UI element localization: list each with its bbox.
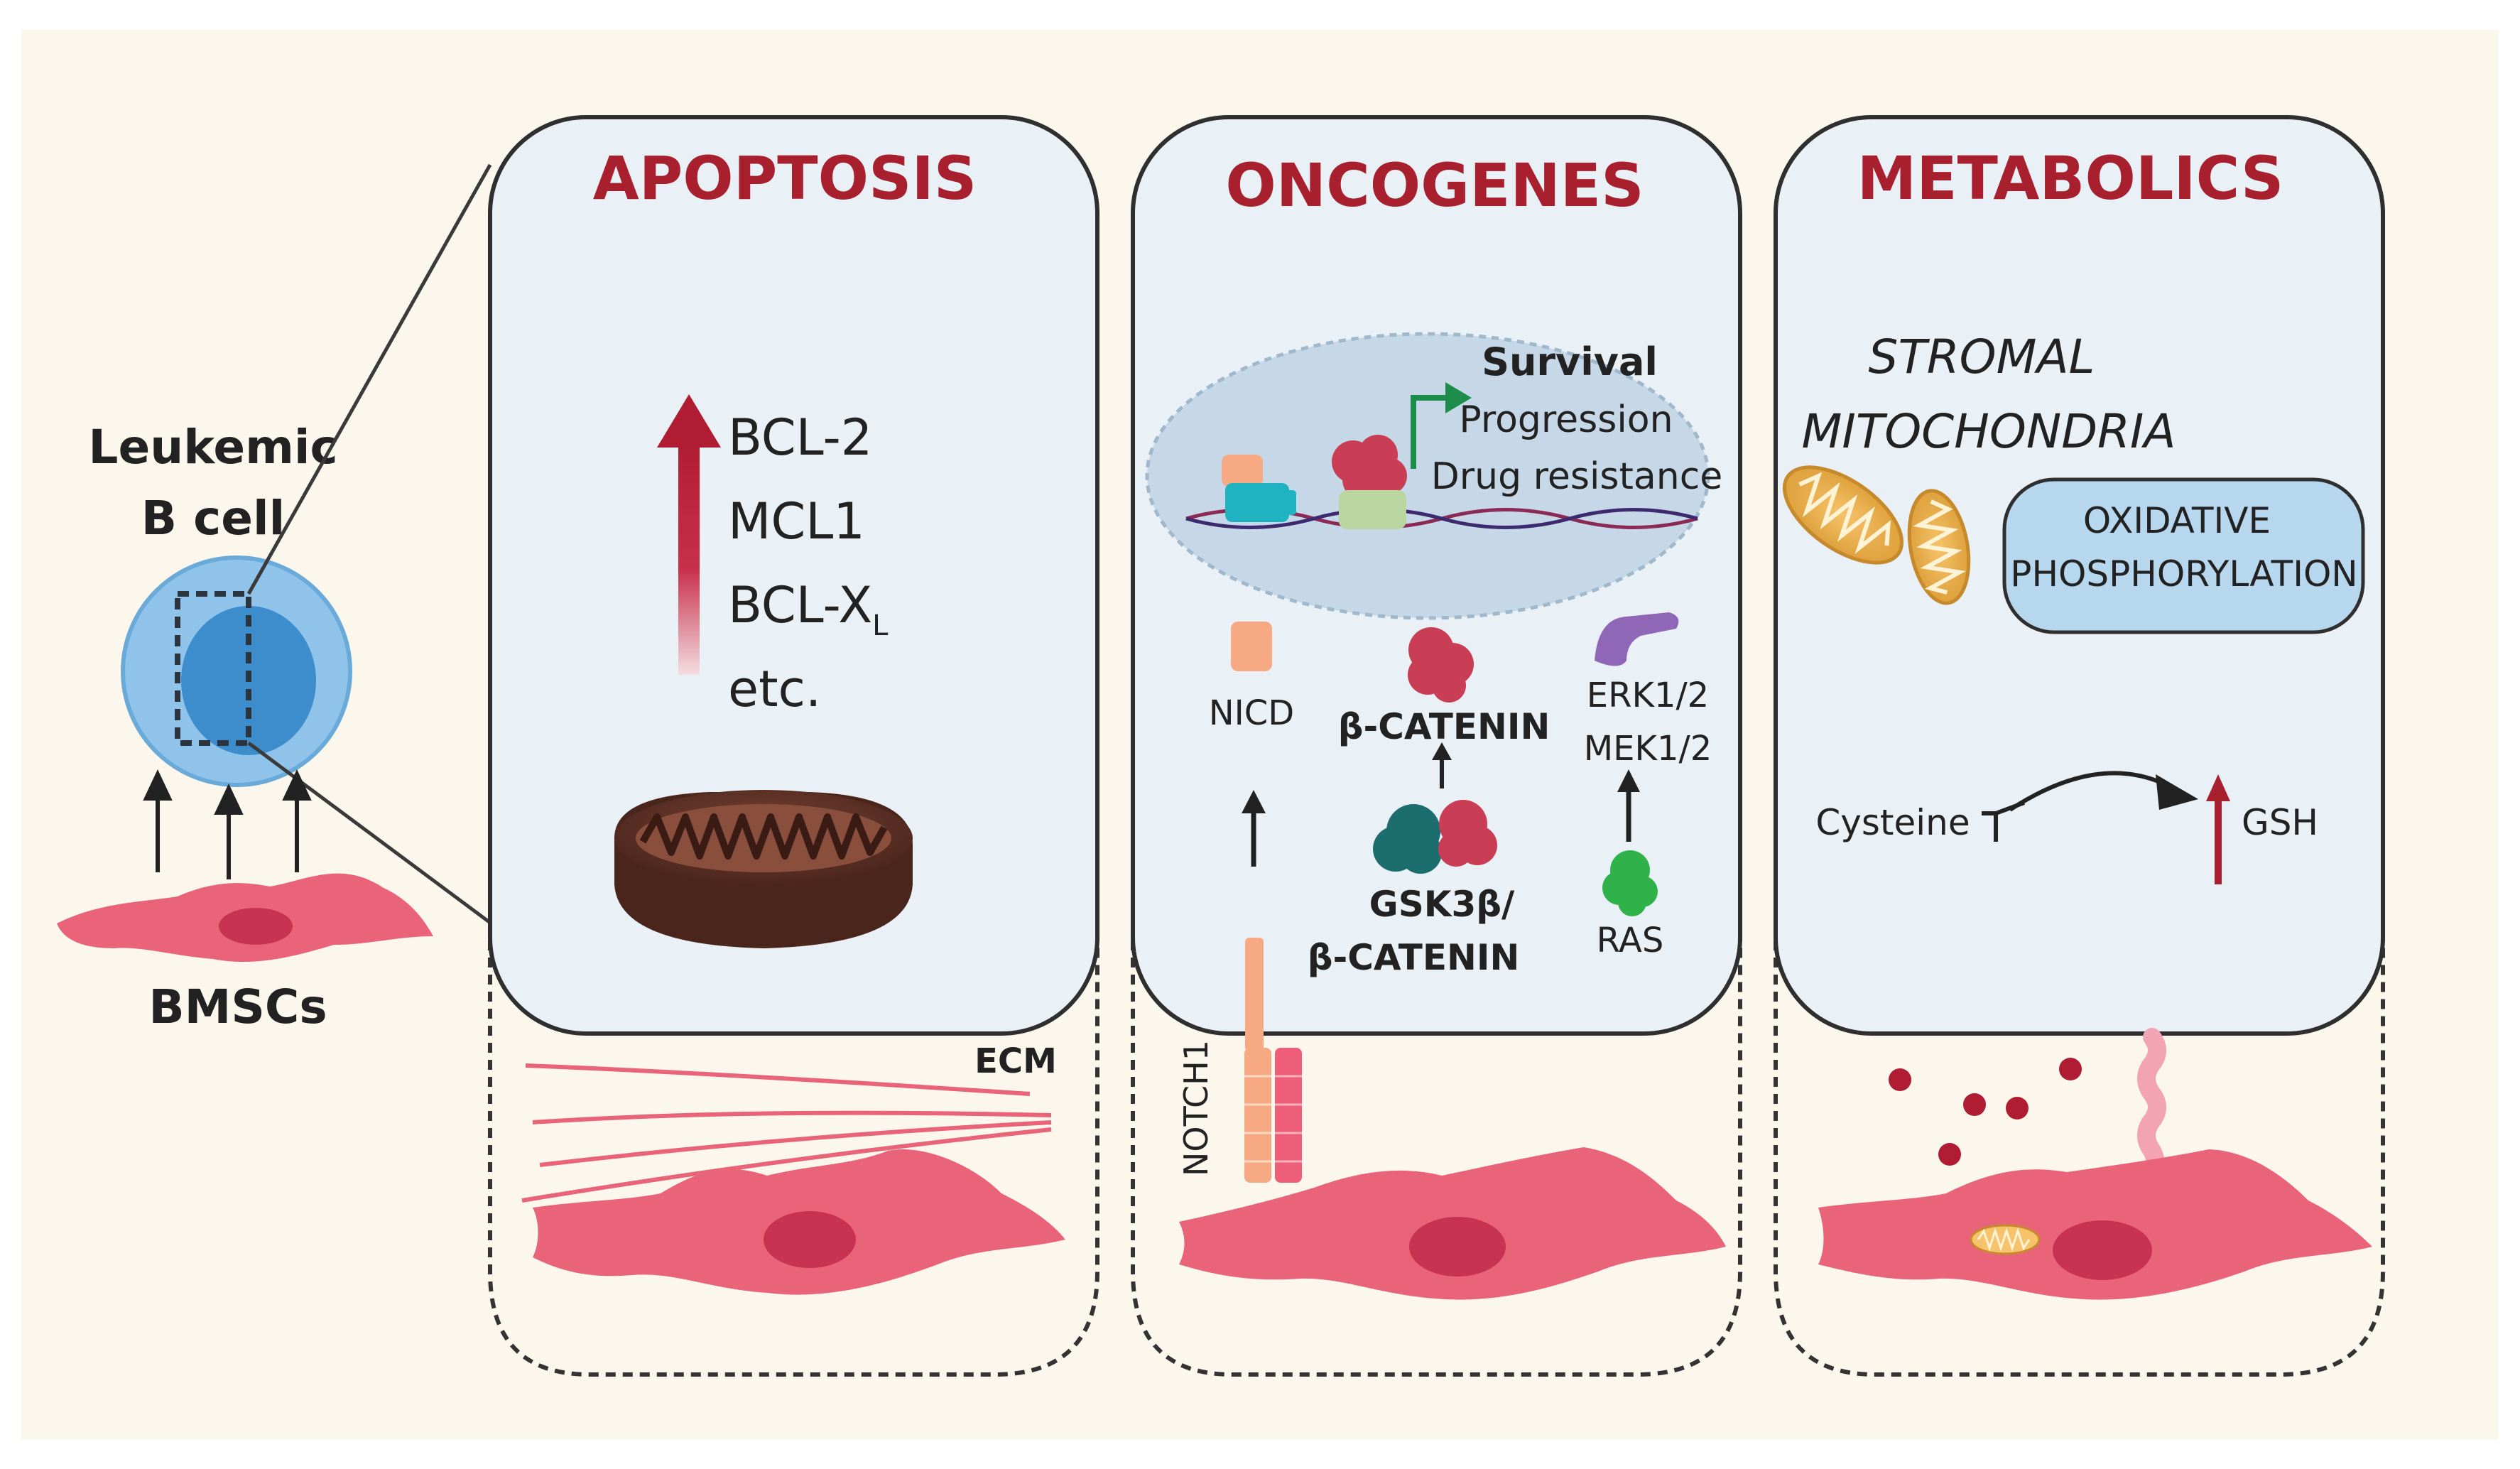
outcome-progression: Progression xyxy=(1459,399,1673,441)
oncogenes-title: ONCOGENES xyxy=(1225,151,1644,220)
metabolite-dots xyxy=(1889,1058,2082,1166)
mitochondrion-icon xyxy=(614,790,913,948)
stromal-mito-line1: STROMAL xyxy=(1869,330,2095,384)
gsk-arrow-head xyxy=(1432,742,1452,760)
apoptosis-stroma-nucleus xyxy=(764,1211,856,1268)
metabolics-panel: METABOLICS STROMAL MITOCHONDRIA OXIDATIV… xyxy=(1774,115,2385,1377)
outcome-drug-resistance: Drug resistance xyxy=(1431,455,1723,498)
signal-arrows xyxy=(143,769,312,879)
dna-strand-2 xyxy=(1185,508,1698,529)
bclx-subscript: L xyxy=(872,609,889,642)
apoptosis-item-bcl2: BCL-2 xyxy=(728,408,872,467)
transcription-arrow xyxy=(1411,395,1449,469)
apoptosis-item-mcl1: MCL1 xyxy=(728,492,865,551)
cell-label-line2: B cell xyxy=(141,491,285,546)
bmsc-label: BMSCs xyxy=(148,980,327,1034)
gsh-up-arrow-shaft xyxy=(2215,799,2222,884)
stroma-mito-icon xyxy=(1970,1224,2041,1255)
notch-stalk xyxy=(1245,938,1264,1051)
tf-red-cluster xyxy=(1332,435,1407,501)
cysteine-gsh-arc xyxy=(2009,771,2175,812)
cell-label-line1: Leukemic xyxy=(88,420,337,475)
nanotube xyxy=(2137,1028,2166,1192)
gsk3b-complex-icon xyxy=(1373,800,1497,874)
erk-label: ERK1/2 xyxy=(1587,676,1709,715)
nicd-arrow-head xyxy=(1242,790,1266,813)
oncogenes-panel-bottom xyxy=(1131,923,1742,1377)
oncogenes-nucleus xyxy=(1145,332,1710,620)
bclx-text: BCL-X xyxy=(728,576,872,634)
stromal-mito-icon-2 xyxy=(1907,489,1971,605)
erk-icon xyxy=(1595,612,1679,666)
apoptosis-title: APOPTOSIS xyxy=(593,143,977,213)
apoptosis-panel: APOPTOSIS BCL-2 MCL1 BCL-XL etc. ECM xyxy=(488,115,1099,1377)
cysteine-label: Cysteine xyxy=(1815,802,1970,843)
apoptosis-item-bclx: BCL-XL xyxy=(728,576,889,642)
beta-catenin-label: β-CATENIN xyxy=(1338,706,1550,747)
oxphos-box xyxy=(2002,477,2365,634)
metabolics-title: METABOLICS xyxy=(1857,143,2284,213)
outcome-survival: Survival xyxy=(1482,340,1658,384)
tf-green xyxy=(1339,490,1406,529)
apoptosis-item-etc: etc. xyxy=(728,660,821,718)
gsk3b-label-line2: β-CATENIN xyxy=(1308,937,1520,978)
gsk3b-label-line1: GSK3β/ xyxy=(1369,884,1515,925)
ras-label: RAS xyxy=(1597,921,1664,960)
mek-label: MEK1/2 xyxy=(1584,729,1712,769)
notch-receptor xyxy=(1244,1048,1302,1183)
beta-catenin-icon xyxy=(1408,627,1474,703)
gsh-label: GSH xyxy=(2242,802,2318,843)
nicd-label: NICD xyxy=(1209,693,1295,733)
stromal-mito-line2: MITOCHONDRIA xyxy=(1801,404,2176,459)
transcription-arrowhead xyxy=(1445,382,1472,413)
oncogenes-panel: ONCOGENES Survival Progression Drug resi… xyxy=(1131,115,1742,1377)
zoom-line-bottom xyxy=(247,741,502,933)
oxphos-line2: PHOSPHORYLATION xyxy=(2010,553,2357,595)
zoom-line-top xyxy=(246,163,492,595)
ecm-label: ECM xyxy=(974,1041,1057,1081)
nicd-icon xyxy=(1231,622,1272,671)
oncogenes-stroma-nucleus xyxy=(1409,1217,1506,1276)
ras-arrow-head xyxy=(1617,769,1640,792)
notch-label: NOTCH1 xyxy=(1177,1040,1215,1176)
apoptosis-up-arrow-head xyxy=(657,394,721,448)
bmsc-nucleus xyxy=(219,908,293,945)
gsh-up-arrow-head xyxy=(2206,774,2230,801)
tf-orange xyxy=(1222,455,1263,487)
metabolics-stroma-nucleus xyxy=(2053,1220,2152,1280)
apoptosis-up-arrow-shaft xyxy=(678,440,700,675)
stromal-mito-icon-1 xyxy=(1782,465,1904,565)
cysteine-gsh-arrowhead xyxy=(2156,774,2198,810)
metabolics-panel-bottom xyxy=(1774,923,2385,1377)
tf-teal-small xyxy=(1282,490,1296,515)
ras-icon xyxy=(1602,850,1658,916)
ecm-fibers xyxy=(521,1063,1052,1203)
apoptosis-panel-bottom xyxy=(488,923,1099,1377)
oxphos-line1: OXIDATIVE xyxy=(2083,500,2271,541)
tf-teal xyxy=(1225,483,1289,522)
